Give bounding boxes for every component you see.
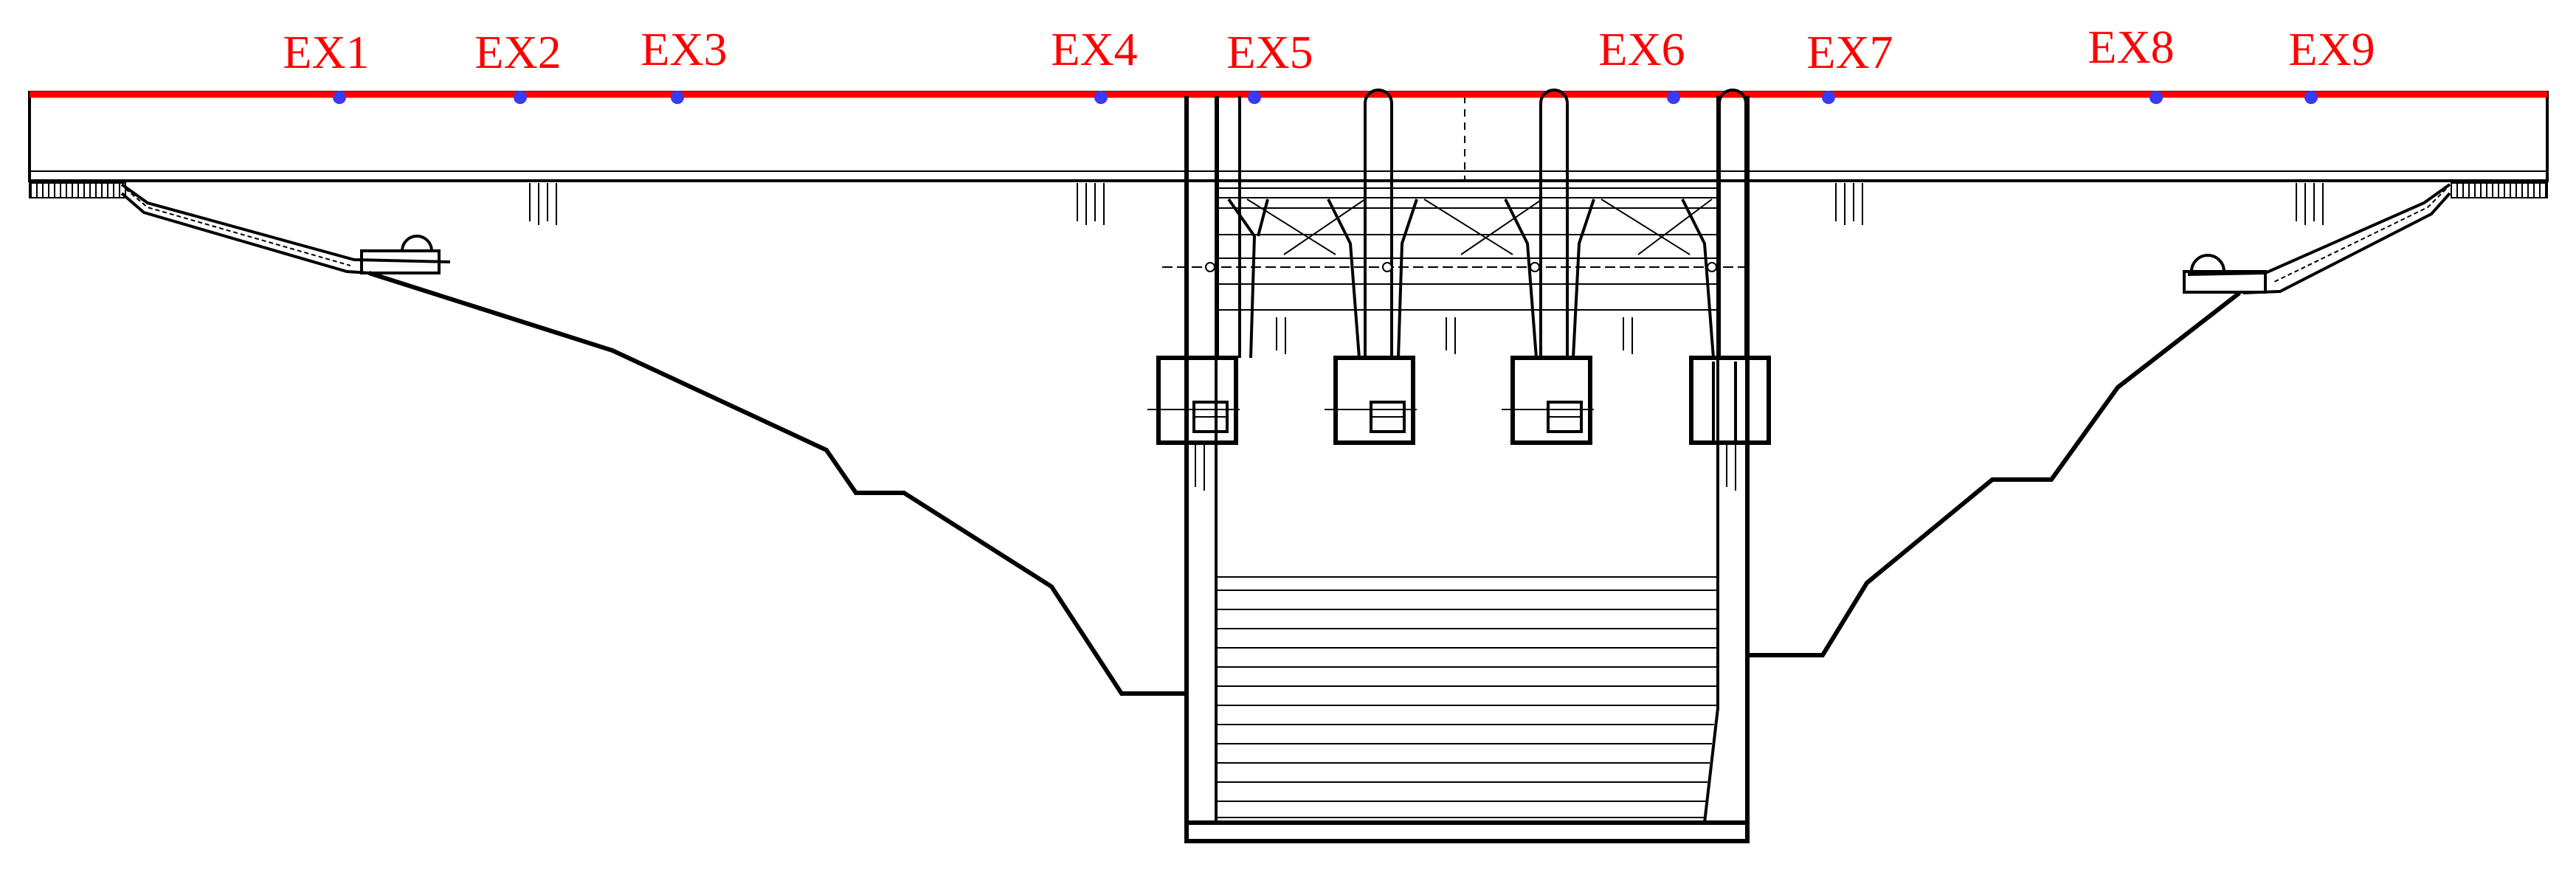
point-marker	[1667, 91, 1680, 104]
right-ramp-bottom	[2242, 192, 2451, 294]
anchor-3	[1835, 183, 1863, 225]
point-label: EX7	[1806, 26, 1893, 78]
gate-column-4	[1681, 89, 1747, 359]
point-marker	[514, 91, 527, 104]
point-marker	[1094, 91, 1108, 104]
monitoring-point-ex9: EX9	[2288, 23, 2375, 104]
monitoring-point-ex5: EX5	[1226, 26, 1313, 104]
left-ramp-top	[120, 183, 451, 263]
hoist-box-4	[1689, 356, 1771, 445]
right-end-hatch	[2451, 182, 2548, 198]
spillway-structure	[1147, 89, 1771, 843]
right-ground-profile	[1749, 291, 2241, 657]
gate-column-3	[1504, 89, 1595, 359]
point-label: EX8	[2088, 21, 2174, 73]
point-marker	[671, 91, 684, 104]
point-label: EX9	[2288, 23, 2375, 75]
gate-frame-lines	[1162, 187, 1749, 311]
right-bearing-dome	[2190, 254, 2225, 272]
point-label: EX3	[640, 23, 727, 75]
hoist-box-3	[1502, 356, 1594, 445]
left-ramp-hatch	[125, 188, 351, 266]
monitoring-point-ex7: EX7	[1806, 26, 1893, 104]
right-abutment	[1749, 183, 2451, 657]
left-ground-profile	[368, 271, 1184, 696]
point-marker	[333, 91, 346, 104]
point-marker	[2149, 91, 2163, 104]
spillway-steps	[1216, 576, 1718, 802]
point-marker	[1248, 91, 1261, 104]
right-inner-wall	[1703, 96, 1719, 823]
bridge-deck	[28, 91, 2549, 198]
gate-column-2	[1327, 89, 1418, 359]
right-ramp-hatch	[2272, 188, 2447, 283]
point-label: EX6	[1598, 23, 1685, 75]
right-ramp-top	[2187, 183, 2451, 276]
monitoring-point-ex8: EX8	[2088, 21, 2175, 104]
hoist-box-1	[1147, 356, 1240, 445]
hoist-anchors	[1195, 443, 1736, 491]
point-label: EX2	[474, 26, 561, 78]
deck-slab	[28, 91, 2549, 182]
monitoring-points: EX1 EX2 EX3 EX4 EX5 EX6 EX7 EX8	[283, 21, 2375, 104]
gate-braces	[1246, 198, 1713, 255]
anchor-2	[1077, 183, 1105, 225]
monitoring-point-ex2: EX2	[474, 26, 562, 104]
spillway-base	[1184, 820, 1750, 843]
left-abutment	[120, 183, 1184, 696]
gate-column-1	[1216, 96, 1269, 359]
anchor-1	[529, 183, 557, 225]
anchor-4	[2296, 183, 2324, 225]
left-bearing-dome	[401, 235, 433, 252]
monitoring-point-ex6: EX6	[1598, 23, 1685, 104]
point-marker	[1822, 91, 1835, 104]
point-label: EX5	[1226, 26, 1313, 78]
point-label: EX4	[1051, 23, 1137, 75]
monitoring-point-ex1: EX1	[283, 26, 370, 104]
left-end-hatch	[29, 182, 126, 198]
brace-anchors	[1276, 317, 1633, 354]
point-label: EX1	[283, 26, 369, 78]
hoist-box-2	[1325, 356, 1417, 445]
point-marker	[2304, 91, 2318, 104]
monitoring-point-ex3: EX3	[640, 23, 728, 104]
gate-pins	[1205, 262, 1717, 272]
left-ramp-bottom	[120, 192, 370, 274]
deck-anchors	[529, 183, 2324, 225]
left-pier-cap	[360, 249, 441, 274]
monitoring-point-ex4: EX4	[1051, 23, 1138, 104]
